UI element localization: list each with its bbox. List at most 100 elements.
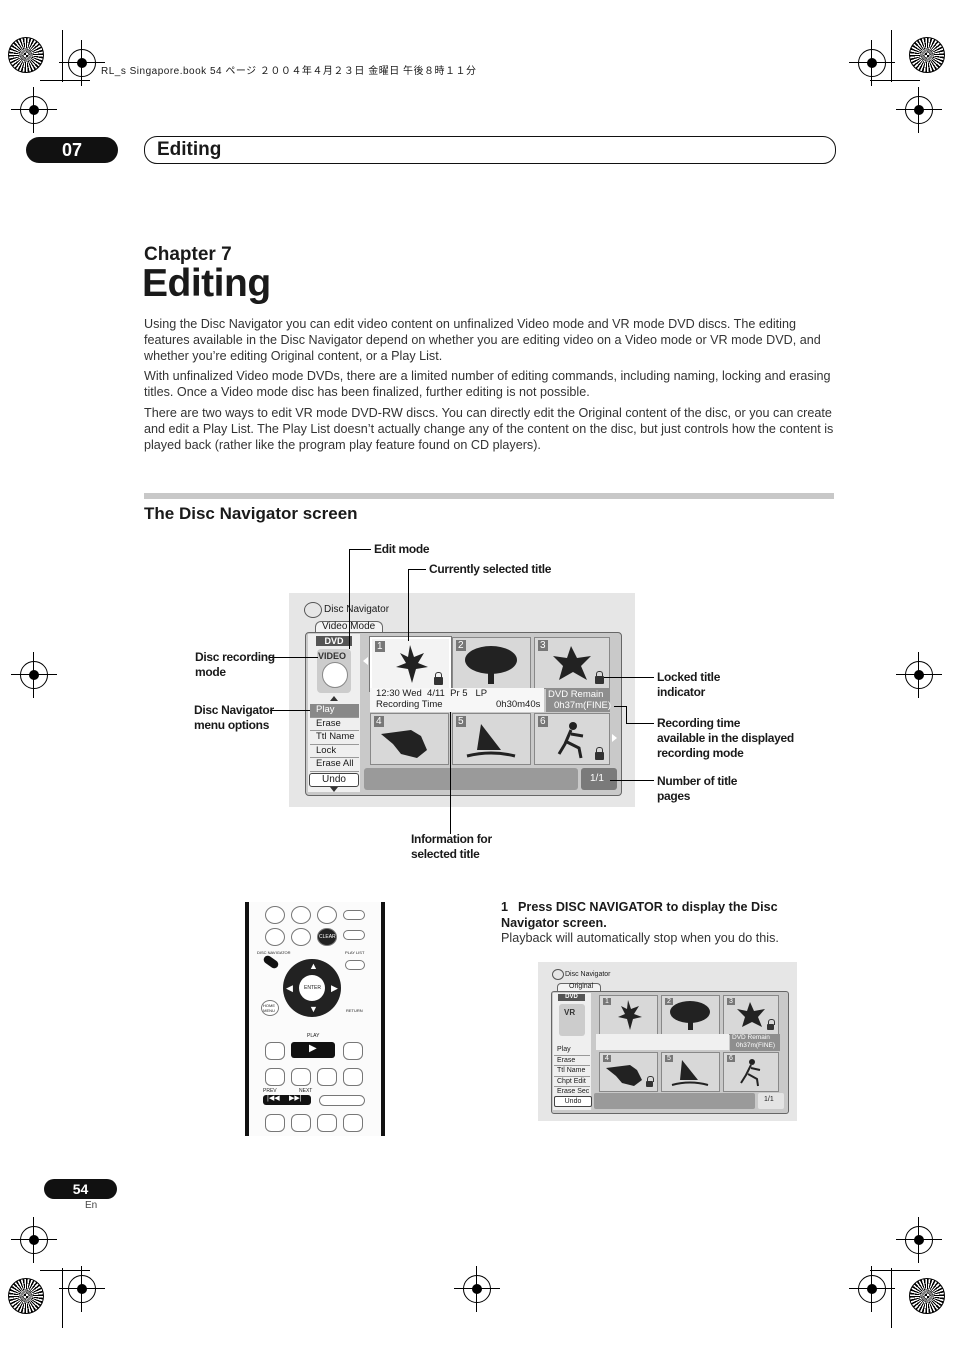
callout-line bbox=[610, 780, 654, 781]
title-thumbnail[interactable]: 3 bbox=[534, 637, 610, 689]
callout-line-2: indicator bbox=[657, 685, 705, 699]
small-left-panel: DVD VR Play Erase Ttl Name Chpt Edit Era… bbox=[553, 993, 592, 1110]
remote-button bbox=[265, 1042, 285, 1060]
callout-edit-mode: Edit mode bbox=[374, 542, 430, 556]
section-rule bbox=[144, 493, 834, 499]
small-menu-item-erase: Erase bbox=[554, 1056, 590, 1066]
registration-mark bbox=[454, 1266, 500, 1312]
remote-control: CLEAR DISC NAVIGATOR PLAY LIST ENTER ▲ ▼… bbox=[245, 902, 385, 1136]
crop-mark bbox=[870, 1270, 920, 1271]
remote-button bbox=[265, 1114, 285, 1132]
vr-mode-icon: VR bbox=[559, 1004, 585, 1036]
thumbnail-number: 4 bbox=[374, 716, 384, 727]
callout-line bbox=[626, 723, 654, 724]
disc-recording-mode-icon: VIDEO bbox=[317, 649, 351, 693]
dvd-recorder-icon bbox=[304, 602, 322, 618]
remote-button bbox=[291, 906, 311, 924]
thumbnail-number: 1 bbox=[375, 641, 385, 652]
dvd-remain-info: DVD Remain 0h37m(FINE) bbox=[546, 688, 611, 712]
remote-button bbox=[317, 1114, 337, 1132]
thumbnail-number: 3 bbox=[727, 998, 735, 1005]
callout-line bbox=[270, 710, 310, 711]
callout-line bbox=[604, 677, 654, 678]
disc-navigator-button bbox=[262, 954, 280, 970]
callout-line-2: available in the displayed bbox=[657, 731, 794, 745]
menu-item-erase[interactable]: Erase bbox=[310, 718, 359, 731]
clear-button bbox=[317, 928, 337, 946]
callout-line bbox=[349, 549, 350, 649]
small-menu-item-chapter-edit: Chpt Edit bbox=[554, 1077, 590, 1087]
play-label: PLAY bbox=[307, 1033, 320, 1039]
intro-paragraph: With unfinalized Video mode DVDs, there … bbox=[144, 369, 831, 399]
callout-line bbox=[270, 657, 318, 658]
home-menu-button bbox=[261, 1000, 279, 1016]
right-arrow-icon: ▶ bbox=[331, 983, 338, 993]
up-arrow-icon: ▲ bbox=[309, 961, 318, 971]
menu-options: Play Erase Ttl Name Lock Erase All bbox=[310, 704, 359, 772]
menu-item-lock[interactable]: Lock bbox=[310, 745, 359, 758]
clear-label: CLEAR bbox=[319, 934, 336, 940]
crop-mark bbox=[62, 1268, 63, 1328]
small-status-bar bbox=[594, 1093, 755, 1109]
small-screen-title: Disc Navigator bbox=[565, 971, 611, 978]
small-mode-tab-label: Original bbox=[569, 983, 594, 990]
tree-image bbox=[465, 646, 517, 684]
toucan-image bbox=[606, 1065, 642, 1086]
step-number: 1 bbox=[501, 900, 509, 914]
page-right-arrow[interactable] bbox=[612, 734, 617, 742]
title-page-count: 1/1 bbox=[590, 773, 604, 784]
direction-pad: ENTER ▲ ▼ ◀ ▶ bbox=[283, 959, 341, 1017]
prev-label: PREV bbox=[263, 1088, 277, 1094]
title-thumbnail[interactable]: 4 bbox=[370, 713, 449, 765]
callout-title-info: Information for selected title bbox=[411, 832, 492, 862]
leaf-image bbox=[396, 645, 428, 683]
chapter-title: Editing bbox=[142, 262, 271, 305]
step-note: Playback will automatically stop when yo… bbox=[501, 931, 779, 945]
selected-title-info: 12:30 Wed 4/11 Pr 5 LP Recording Time 0h… bbox=[370, 688, 544, 712]
skater-image bbox=[740, 1059, 761, 1087]
undo-button[interactable]: Undo bbox=[309, 773, 359, 787]
mode-tab-label: Video Mode bbox=[322, 621, 376, 632]
registration-mark bbox=[59, 40, 105, 86]
title-thumbnail[interactable]: 2 bbox=[452, 637, 531, 689]
registration-sunburst-top-left bbox=[8, 37, 44, 73]
small-undo-button: Undo bbox=[554, 1096, 592, 1107]
thumbnail-number: 4 bbox=[603, 1055, 611, 1062]
menu-item-title-name[interactable]: Ttl Name bbox=[310, 731, 359, 745]
language-label: En bbox=[85, 1200, 98, 1211]
remote-button bbox=[343, 930, 365, 940]
lock-icon bbox=[595, 747, 604, 760]
enter-label: ENTER bbox=[304, 985, 321, 991]
section-title: The Disc Navigator screen bbox=[144, 504, 358, 523]
small-title-thumbnail: 6 bbox=[723, 1052, 779, 1092]
thumbnail-number: 2 bbox=[456, 640, 466, 651]
page-left-arrow[interactable] bbox=[363, 657, 368, 665]
section-header-bar: Editing bbox=[144, 136, 836, 164]
scroll-down-arrow[interactable] bbox=[330, 787, 338, 792]
thumbnail-number: 2 bbox=[665, 998, 673, 1005]
crop-mark bbox=[62, 30, 63, 82]
callout-page-count: Number of title pages bbox=[657, 774, 737, 804]
home-menu-label: HOME MENU bbox=[263, 1003, 275, 1013]
left-arrow-icon: ◀ bbox=[286, 983, 293, 993]
page-number-badge: 54 bbox=[44, 1179, 117, 1199]
recording-time-value: 0h30m40s bbox=[496, 699, 541, 710]
remote-button bbox=[265, 928, 285, 946]
menu-item-erase-all[interactable]: Erase All bbox=[310, 758, 359, 772]
small-dvd-remain-label: DVD Remain bbox=[732, 1034, 770, 1041]
callout-line-1: Disc recording bbox=[195, 650, 275, 664]
title-thumbnail[interactable]: 6 bbox=[534, 713, 610, 765]
screen-title: Disc Navigator bbox=[324, 604, 390, 615]
intro-paragraph: There are two ways to edit VR mode DVD-R… bbox=[144, 406, 834, 452]
small-menu-item-play: Play bbox=[554, 1045, 590, 1056]
small-dvd-logo: DVD bbox=[558, 994, 585, 1001]
title-thumbnail-selected[interactable]: 1 bbox=[369, 636, 452, 692]
thumbnail-number: 3 bbox=[538, 640, 548, 651]
callout-line-2: menu options bbox=[194, 718, 270, 732]
small-title-thumbnail: 3 bbox=[723, 995, 779, 1035]
callout-locked-indicator: Locked title indicator bbox=[657, 670, 720, 700]
title-thumbnail[interactable]: 5 bbox=[452, 713, 531, 765]
lock-icon bbox=[646, 1076, 654, 1087]
scroll-up-arrow[interactable] bbox=[330, 696, 338, 701]
menu-item-play[interactable]: Play bbox=[310, 704, 359, 718]
